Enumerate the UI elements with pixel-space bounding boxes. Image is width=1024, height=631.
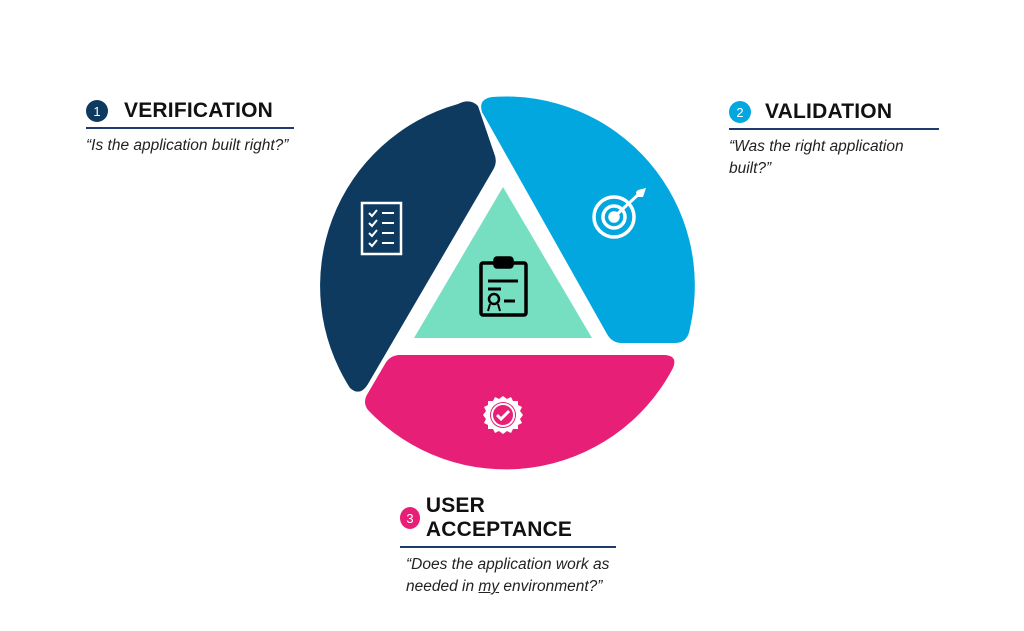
quote-emphasis: my (478, 578, 500, 595)
stage-quote: “Does the application work as needed in … (406, 554, 616, 598)
certified-badge-icon (483, 396, 523, 434)
step-number-badge: 3 (400, 507, 420, 529)
stage-quote: “Was the right application built?” (729, 136, 939, 180)
stage-quote-line2: built?” (729, 160, 772, 177)
checklist-icon (360, 201, 403, 256)
segment-validation (481, 96, 695, 343)
stage-title: VALIDATION (765, 100, 893, 123)
target-icon (592, 188, 646, 239)
stage-header: 2 VALIDATION (729, 100, 939, 130)
stage-quote-line2: needed in my environment?” (406, 576, 616, 598)
stage-verification: 1 VERIFICATION “Is the application built… (86, 99, 294, 157)
step-number-badge: 1 (86, 100, 108, 122)
segment-verification (320, 101, 496, 392)
stage-header: 1 VERIFICATION (86, 99, 294, 129)
step-number-badge: 2 (729, 101, 751, 123)
stage-header: 3 USER ACCEPTANCE (400, 494, 616, 548)
quote-text: needed in (406, 578, 479, 595)
clipboard-certificate-icon (479, 256, 528, 317)
quote-text: environment?” (499, 578, 603, 595)
stage-quote-line1: “Was the right application (729, 138, 904, 155)
stage-user-acceptance: 3 USER ACCEPTANCE “Does the application … (400, 494, 616, 598)
stage-quote: “Is the application built right?” (86, 137, 289, 154)
stage-quote-line1: “Does the application work as (406, 556, 610, 573)
stage-title: VERIFICATION (124, 99, 274, 122)
stage-validation: 2 VALIDATION “Was the right application … (729, 100, 939, 180)
stage-title: USER ACCEPTANCE (425, 494, 573, 541)
